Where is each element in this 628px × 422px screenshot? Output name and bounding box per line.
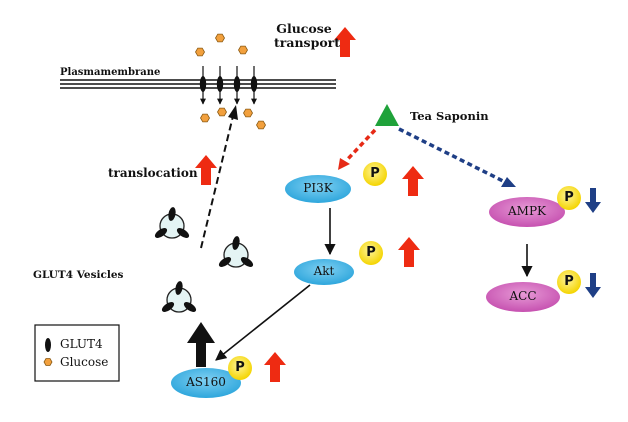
membrane-label: Plasmamembrane <box>60 67 161 78</box>
akt-label: Akt <box>313 264 335 278</box>
acc-node <box>486 282 560 312</box>
translocation-up-arrow <box>195 155 217 185</box>
akt-to-as160-arrow <box>215 284 311 361</box>
ampk-phospho-circle <box>557 186 581 210</box>
glucose-transport-label-line1: Glucose <box>276 21 332 36</box>
pi3k-node <box>285 175 351 203</box>
plasma-membrane <box>60 79 336 89</box>
akt-phospho-label: P <box>366 245 376 260</box>
translocation-dashed-arrow <box>200 105 238 249</box>
legend-glut4-icon <box>45 338 51 352</box>
as160-to-vesicle-thick-arrow <box>187 322 215 367</box>
as160-node <box>171 368 241 398</box>
extracellular-glucose-icons <box>195 33 248 57</box>
pi3k-phospho-circle <box>363 162 387 186</box>
as160-phospho-label: P <box>235 360 245 375</box>
glucose-transport-label: Glucose transport <box>274 21 341 51</box>
akt-node <box>294 259 354 285</box>
glucose-transport-label-line2: transport <box>274 35 341 51</box>
pi3k-label: PI3K <box>303 181 333 195</box>
glut4-vesicle-icon <box>216 234 256 270</box>
legend-glucose-icon <box>43 358 53 366</box>
ampk-label: AMPK <box>508 204 546 218</box>
glut4-vesicle-icon <box>152 205 192 241</box>
pi3k-phospho-label: P <box>370 166 380 181</box>
as160-phospho-circle <box>228 356 252 380</box>
tea-saponin-triangle <box>375 104 399 126</box>
membrane-glut4-transporters <box>199 66 258 105</box>
as160-up-arrow <box>264 352 286 382</box>
tea-saponin-to-pi3k-dotted-arrow <box>338 128 377 170</box>
pi3k-up-arrow <box>402 166 424 196</box>
ampk-phospho-label: P <box>564 190 574 205</box>
acc-down-arrow <box>585 273 601 298</box>
akt-up-arrow <box>398 237 420 267</box>
acc-phospho-label: P <box>564 274 574 289</box>
ampk-down-arrow <box>585 188 601 213</box>
glut4-vesicle-icon <box>159 279 199 315</box>
acc-label: ACC <box>509 289 537 303</box>
tea-saponin-to-ampk-dotted-arrow <box>398 127 516 187</box>
legend-glucose-label: Glucose <box>60 355 109 369</box>
tea-saponin-label: Tea Saponin <box>410 109 489 123</box>
glut4-vesicles-label: GLUT4 Vesicles <box>33 269 124 281</box>
akt-phospho-circle <box>359 241 383 265</box>
legend-glut4-label: GLUT4 <box>60 337 103 351</box>
ampk-node <box>489 197 565 227</box>
legend <box>34 324 120 382</box>
acc-phospho-circle <box>557 270 581 294</box>
translocation-label: translocation <box>108 166 198 180</box>
as160-label: AS160 <box>186 375 226 389</box>
